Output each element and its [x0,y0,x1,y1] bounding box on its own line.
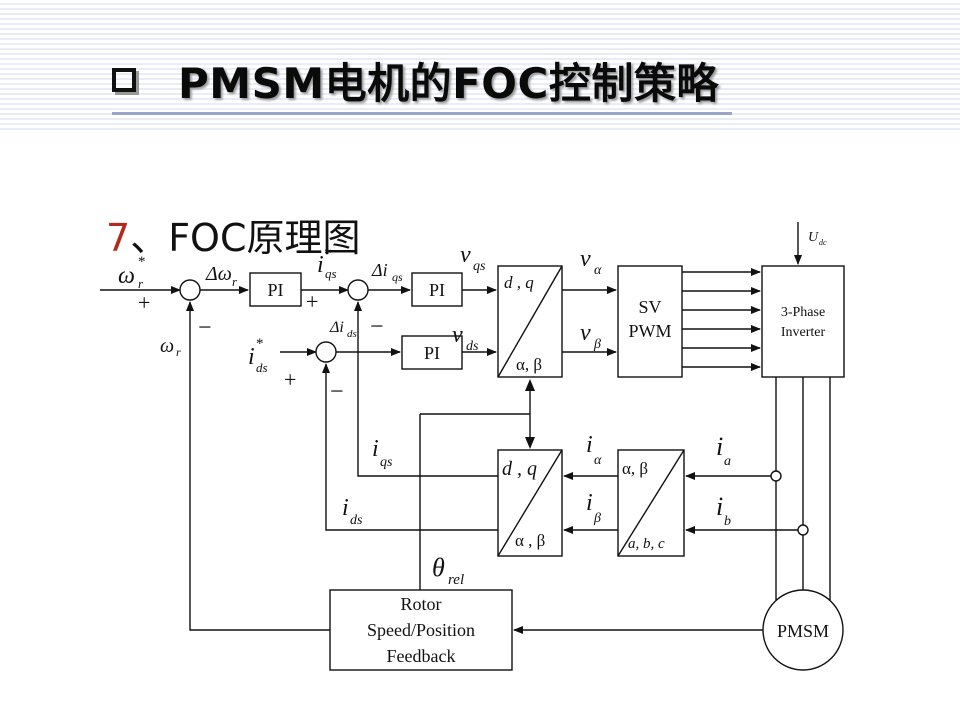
ids-ref-label: i [248,344,255,370]
inverse-park-dq-label: d , q [504,273,534,292]
delta-ids-sub: ds [347,328,357,340]
udc-label: U [808,230,819,245]
v-beta-sub: β [593,337,601,352]
delta-iqs-sub: qs [392,270,403,284]
pi-id-label: PI [424,343,440,363]
iqs-sub: qs [380,455,393,470]
omega-feedback-wire [186,301,330,631]
park-diagonal [497,449,563,557]
v-alpha-label: v [580,246,591,272]
ia-sense-node [770,470,782,482]
theta-sub: rel [448,572,464,588]
park-dq-label: d , q [502,458,537,480]
omega-ref-label: ω [118,263,135,289]
vds-sub: ds [466,339,479,354]
omega-ref-sub: r [138,276,144,291]
speed-summing-junction [179,279,201,301]
inverter-label-2: Inverter [781,325,826,340]
checkbox-bullet-icon [112,68,136,92]
theta-label: θ [432,553,445,582]
iq-summing-junction [347,279,369,301]
delta-iqs-label: Δi [371,260,388,280]
vqs-label: v [460,242,471,268]
i-beta-label: i [586,490,593,516]
iq-minus-sign: − [370,314,384,340]
clarke-diagonal [617,449,685,557]
speed-plus-sign: + [138,290,150,315]
delta-ids-label: Δi [329,319,344,336]
pi-iq-block [411,272,463,307]
ids-ref-sub: ds [256,360,268,375]
iqs-ref-sub: qs [325,266,337,281]
slide-title-row: PMSM电机的FOC控制策略 [112,52,719,108]
ib-sense-node [797,524,809,536]
iqs-ref-star: * [324,246,332,262]
rotor-label-2: Speed/Position [367,620,475,640]
omega-ref-star: * [138,254,146,270]
rotor-label-3: Feedback [387,646,456,666]
speed-minus-sign: − [198,315,212,341]
omega-fb-sub: r [176,345,181,359]
omega-fb-label: ω [160,335,174,357]
ids-sub: ds [350,513,363,528]
title-underline [112,112,732,115]
rotor-feedback-block [329,589,513,671]
svpwm-block [617,265,683,378]
iqs-ref-label: i [317,252,324,278]
i-beta-sub: β [593,511,601,526]
id-minus-sign: − [330,379,344,405]
clarke-abc-label: a, b, c [628,536,665,552]
pi-id-block [401,335,463,370]
subtitle-text: 、FOC原理图 [130,216,361,260]
i-alpha-sub: α [594,453,602,468]
delta-omega-sub: r [232,274,238,289]
iq-plus-sign: + [306,289,318,314]
delta-omega-label: Δω [205,263,232,285]
pi-speed-label: PI [267,280,283,300]
header-stripes [0,0,960,130]
inverter-label-1: 3-Phase [781,305,825,320]
v-alpha-sub: α [594,263,602,278]
pmsm-label: PMSM [777,621,829,641]
ia-label: i [716,432,723,461]
vds-label: v [452,322,463,348]
inverse-park-ab-label: α, β [516,355,542,374]
inverter-block [761,265,845,378]
iqs-feedback-wire [354,301,498,477]
id-plus-sign: + [284,367,296,392]
park-ab-label: α , β [515,531,545,550]
ia-sub: a [724,454,731,469]
slide-subtitle: 7、FOC原理图 [106,207,361,262]
pi-speed-block [249,272,302,307]
pi-iq-label: PI [429,280,445,300]
ib-label: i [716,492,723,521]
svpwm-label-2: PWM [628,321,671,341]
rotor-label-1: Rotor [400,594,441,614]
inverse-park-diagonal [497,265,563,378]
id-summing-junction [315,341,337,363]
udc-sub: dc [819,238,827,247]
ids-label: i [342,495,349,521]
ids-feedback-wire [322,363,498,531]
subtitle-number: 7 [106,216,131,260]
ib-sub: b [724,514,731,529]
clarke-ab-label: α, β [622,459,648,478]
iqs-label: i [372,436,379,462]
ids-ref-star: * [256,336,264,352]
i-alpha-label: i [586,432,593,458]
svpwm-label-1: SV [638,297,661,317]
slide-title: PMSM电机的FOC控制策略 [178,58,719,108]
vqs-sub: qs [473,259,486,274]
v-beta-label: v [580,320,591,346]
